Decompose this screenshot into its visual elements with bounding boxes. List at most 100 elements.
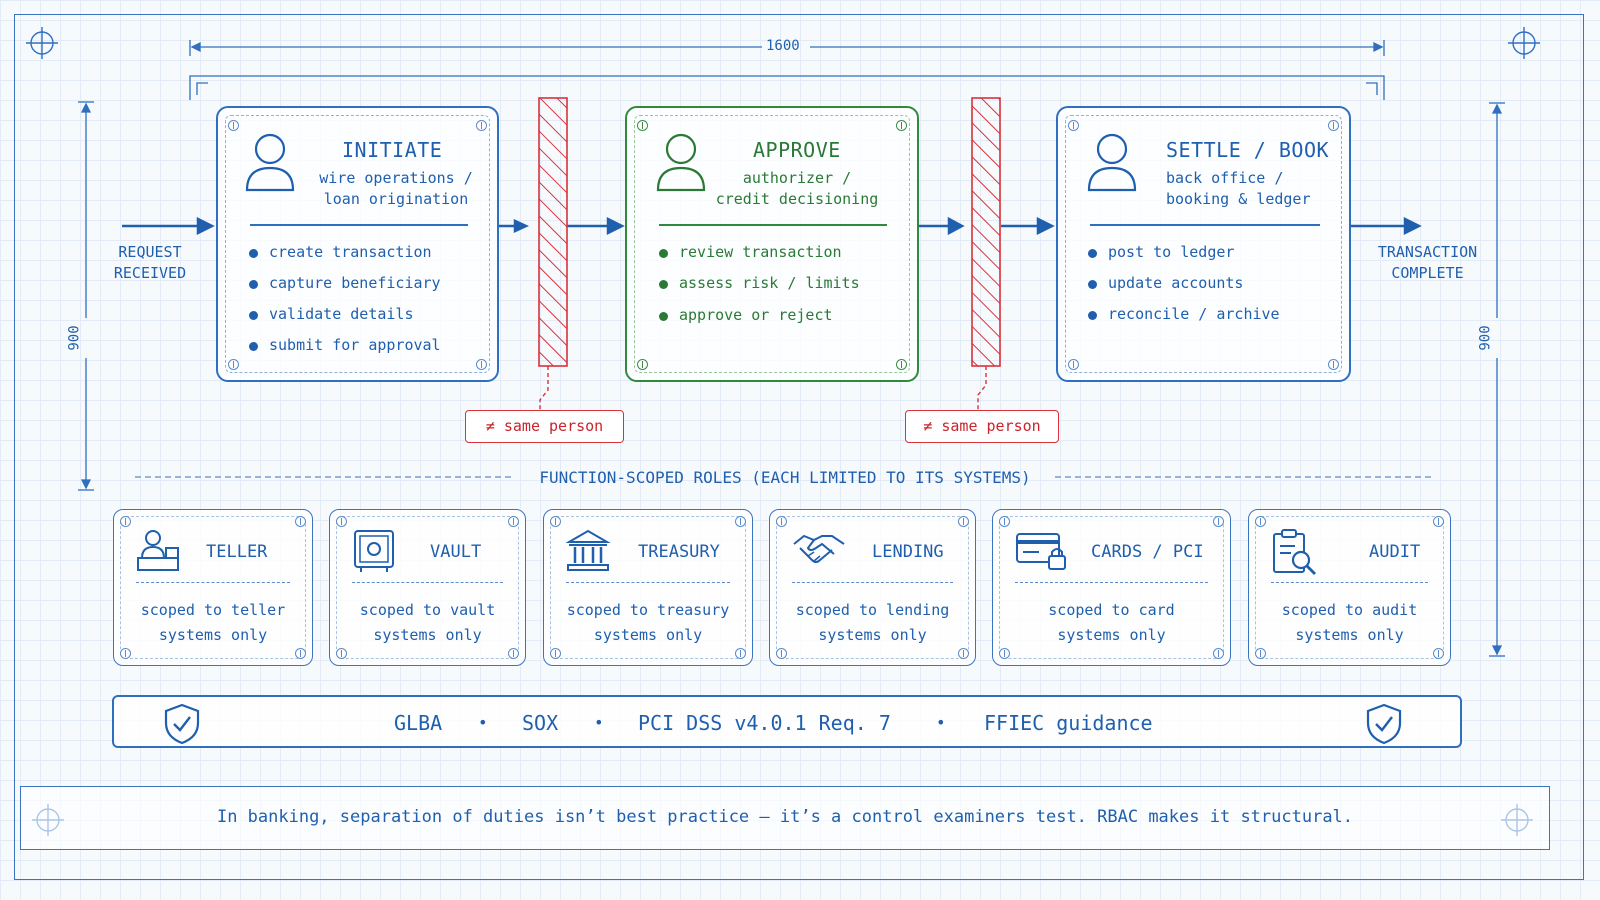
stage-subtitle: wire operations / loan origination [314, 168, 478, 210]
stage-bullet: assess risk / limits [659, 274, 860, 292]
screw-icon [1328, 359, 1339, 370]
stage-title: SETTLE / BOOK [1166, 138, 1330, 162]
role-name: VAULT [430, 542, 482, 562]
shield-check-icon [1366, 703, 1402, 745]
stage-bullet: reconcile / archive [1088, 305, 1280, 323]
role-description-line: scoped to treasury [566, 601, 730, 619]
screw-icon [1213, 648, 1224, 659]
screw-icon [295, 516, 306, 527]
regulation-separator: • [478, 713, 488, 732]
card-inner-border [1065, 115, 1342, 373]
stage-subtitle: back office / booking & ledger [1164, 168, 1314, 210]
role-card-audit: AUDIT scoped to audit systems only [1248, 509, 1451, 666]
stage-bullet: post to ledger [1087, 243, 1235, 261]
screw-icon [735, 516, 746, 527]
user-icon [656, 133, 706, 192]
role-card-cards-pci: CARDS / PCI scoped to card systems only [992, 509, 1231, 666]
width-dimension-label: 1600 [766, 38, 800, 54]
footer-box: In banking, separation of duties isn’t b… [20, 786, 1550, 850]
screw-icon [1328, 120, 1339, 131]
card-inner-border [336, 516, 519, 659]
regulation-item: PCI DSS v4.0.1 Req. 7 [638, 711, 891, 735]
stage-bullet: create transaction [249, 243, 432, 261]
screw-icon [508, 648, 519, 659]
role-divider [1015, 582, 1208, 583]
roles-heading: FUNCTION-SCOPED ROLES (EACH LIMITED TO I… [539, 468, 1031, 487]
role-description: scoped to lending systems only [770, 598, 975, 648]
screw-icon [1255, 516, 1266, 527]
stage-bullet: review transaction [659, 243, 842, 261]
stage-bullet: approve or reject [659, 306, 833, 324]
stage-subtitle-line: back office / [1166, 169, 1284, 187]
regulation-item: SOX [522, 711, 559, 735]
card-inner-border [999, 516, 1224, 659]
screw-icon [295, 648, 306, 659]
separation-warning-badge: ≠ same person [465, 410, 624, 443]
screw-icon [476, 359, 487, 370]
screw-icon [336, 516, 347, 527]
barrier-wall [538, 97, 568, 410]
stage-card-settle: SETTLE / BOOK back office / booking & le… [1056, 106, 1351, 382]
role-description-line: scoped to teller [140, 601, 286, 619]
role-description-line: scoped to lending [795, 601, 950, 619]
stage-bullet: validate details [249, 305, 414, 323]
shield-check-icon [164, 703, 200, 745]
screw-icon [1433, 516, 1444, 527]
stage-subtitle: authorizer / credit decisioning [707, 168, 887, 210]
stage-subtitle-line: authorizer / [742, 169, 852, 187]
screw-icon [476, 120, 487, 131]
role-description-line: scoped to card [1048, 601, 1175, 619]
end-label-line: COMPLETE [1391, 264, 1464, 282]
regulation-item: GLBA [394, 711, 443, 735]
screw-icon [999, 648, 1010, 659]
regulation-separator: • [594, 713, 604, 732]
role-card-vault: VAULT scoped to vault systems only [329, 509, 526, 666]
role-divider [136, 582, 290, 583]
safe-icon [354, 530, 394, 572]
screw-icon [1433, 648, 1444, 659]
credit-card-lock-icon [1016, 533, 1066, 570]
role-card-teller: TELLER scoped to teller systems only [113, 509, 313, 666]
role-divider [352, 582, 503, 583]
role-description-line: systems only [1295, 626, 1404, 644]
role-description-line: systems only [593, 626, 703, 644]
screw-icon [120, 648, 131, 659]
start-label: REQUEST RECEIVED [100, 242, 200, 284]
stage-divider [1090, 224, 1320, 226]
role-description: scoped to card systems only [993, 598, 1230, 648]
screw-icon [958, 516, 969, 527]
stage-subtitle-line: wire operations / [319, 169, 473, 187]
screw-icon [550, 648, 561, 659]
screw-icon [776, 516, 787, 527]
role-description: scoped to teller systems only [114, 598, 312, 648]
screw-icon [999, 516, 1010, 527]
card-inner-border [550, 516, 746, 659]
screw-icon [1255, 648, 1266, 659]
role-name: LENDING [872, 542, 944, 562]
role-name: CARDS / PCI [1091, 542, 1204, 562]
end-label-line: TRANSACTION [1377, 243, 1478, 261]
stage-subtitle-line: booking & ledger [1166, 190, 1311, 208]
screw-icon [896, 359, 907, 370]
screw-icon [637, 359, 648, 370]
stage-bullet: capture beneficiary [249, 274, 441, 292]
card-inner-border [120, 516, 306, 659]
screw-icon [120, 516, 131, 527]
role-name: TELLER [206, 542, 268, 562]
screw-icon [1068, 359, 1079, 370]
user-icon [1087, 133, 1137, 192]
height-dimension-label: 900 [1477, 325, 1494, 351]
end-label: TRANSACTION COMPLETE [1370, 242, 1485, 284]
screw-icon [336, 648, 347, 659]
stage-bullet: submit for approval [249, 336, 441, 354]
role-card-lending: LENDING scoped to lending systems only [769, 509, 976, 666]
screw-icon [228, 120, 239, 131]
role-name: AUDIT [1369, 542, 1421, 562]
card-inner-border [776, 516, 969, 659]
regulations-bar: GLBA • SOX • PCI DSS v4.0.1 Req. 7 • FFI… [112, 695, 1462, 748]
role-divider [566, 582, 730, 583]
stage-divider [250, 224, 468, 226]
screw-icon [508, 516, 519, 527]
screw-icon [958, 648, 969, 659]
